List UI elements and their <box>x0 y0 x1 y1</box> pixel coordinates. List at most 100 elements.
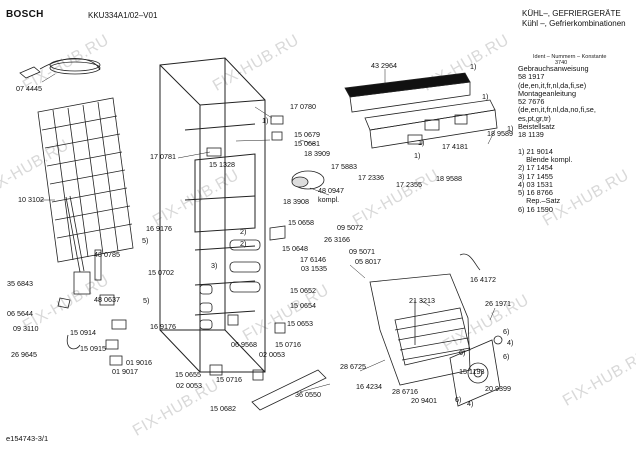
part-label: 20 9399 <box>485 384 511 393</box>
footnote-marker: 1) <box>507 124 514 133</box>
part-label: 06 5644 <box>7 309 33 318</box>
small-parts-drawing <box>57 225 481 381</box>
part-label: 01 9016 <box>126 358 152 367</box>
part-label: kompl. <box>318 195 340 204</box>
part-label: 26 9645 <box>11 350 37 359</box>
control-panel-drawing <box>344 72 498 149</box>
footnote-marker: 1) <box>262 116 269 125</box>
part-label: 35 6843 <box>7 279 33 288</box>
part-label: 06 9568 <box>231 340 257 349</box>
part-label: 15 0658 <box>288 218 314 227</box>
brand-logo: BOSCH <box>6 9 44 20</box>
legend-line: Gebrauchsanweisung <box>518 64 589 73</box>
part-label: 18 3908 <box>283 197 309 206</box>
fan-plate-drawing <box>449 335 503 407</box>
part-label: 05 8017 <box>355 257 381 266</box>
footnote-marker: 6) <box>459 348 466 357</box>
part-label: 18 3909 <box>304 149 330 158</box>
part-label: 36 0550 <box>295 390 321 399</box>
footnote-marker: 4) <box>507 338 514 347</box>
leader-lines <box>40 69 496 393</box>
part-label: 26 3166 <box>324 235 350 244</box>
legend-line: Rep.–Satz <box>518 196 561 206</box>
part-label: 21 3213 <box>409 296 435 305</box>
part-label: 17 2355 <box>396 180 422 189</box>
part-label: 15 0648 <box>282 244 308 253</box>
legend-line: 1) 21 9014 <box>518 146 553 156</box>
part-label: 09 5071 <box>349 247 375 256</box>
handle-drawing <box>251 369 327 411</box>
part-label: 17 6146 <box>300 255 326 264</box>
footnote-marker: 4) <box>467 399 474 408</box>
part-label: 15 0652 <box>290 286 316 295</box>
legend-line: 6) 16 1590 <box>518 204 553 214</box>
part-label: 09 3110 <box>13 324 39 333</box>
part-label: 48 0637 <box>94 295 120 304</box>
ident-heading: Ident – Nummern – Konstante 3740 <box>533 54 606 66</box>
shelf-supports-drawing <box>199 239 261 330</box>
part-label: 15 1193 <box>459 367 485 376</box>
part-label: 16 4172 <box>470 275 496 284</box>
legend-line: 3) 17 1455 <box>518 171 553 181</box>
part-label: 09 5072 <box>337 223 363 232</box>
part-label: 15 0915 <box>80 344 106 353</box>
part-label: 20 9401 <box>411 396 437 405</box>
legend-line: (de,en,it,fr,nl,da,no,fi,se, <box>518 105 596 115</box>
part-label: 15 0716 <box>216 375 242 384</box>
part-label: 16 9176 <box>146 224 172 233</box>
condenser-drawing <box>37 97 134 263</box>
part-label: 02 0053 <box>176 381 202 390</box>
footnote-marker: 3) <box>211 261 218 270</box>
part-label: 43 2964 <box>371 61 397 70</box>
legend-line: Blende kompl. <box>518 154 573 164</box>
part-label: 15 0716 <box>275 340 301 349</box>
part-label: 17 4181 <box>442 142 468 151</box>
part-label: 17 0780 <box>290 102 316 111</box>
part-label: 10 3102 <box>18 195 44 204</box>
category-subtitle: Kühl –, Gefrierkombinationen <box>522 19 626 28</box>
part-label: 15 0655 <box>175 370 201 379</box>
footnote-marker: 2) <box>240 239 247 248</box>
model-number: KKU334A1/02–V01 <box>88 11 158 20</box>
legend-line: 4) 03 1531 <box>518 179 553 189</box>
part-label: 16 4234 <box>356 382 382 391</box>
footnote-marker: 5) <box>142 236 149 245</box>
part-label: 02 0053 <box>259 350 285 359</box>
footnote-marker: 1) <box>482 92 489 101</box>
part-label: 17 2336 <box>358 173 384 182</box>
part-label: 16 9176 <box>150 322 176 331</box>
footnote-marker: 1) <box>470 62 477 71</box>
legend-line: 2) 17 1454 <box>518 163 553 173</box>
power-cord-drawing <box>19 58 101 79</box>
ident-line: Ident – Nummern – Konstante <box>533 54 607 60</box>
part-label: 03 1535 <box>301 264 327 273</box>
part-label: 48 0947 <box>318 186 344 195</box>
legend-line: 5) 16 8766 <box>518 188 553 198</box>
thermostat-drawing <box>206 115 325 190</box>
legend-line: 18 1139 <box>518 130 544 140</box>
part-label: 18 9589 <box>487 129 513 138</box>
part-label: 15 0681 <box>294 139 320 148</box>
legend-line: Montageanleitung <box>518 88 577 98</box>
legend-line: (de,en,it,fr,nl,da,fi,se) <box>518 80 587 90</box>
footnote-marker: 1) <box>418 138 425 147</box>
part-label: 18 9588 <box>436 174 462 183</box>
legend-line: Beistellsatz <box>518 122 555 132</box>
legend-line: es,pt,gr,tr) <box>518 113 551 123</box>
part-label: 28 6725 <box>340 362 366 371</box>
legend-line: 58 1917 <box>518 72 545 82</box>
part-label: 07 4445 <box>16 84 42 93</box>
footnote-marker: 6) <box>503 327 510 336</box>
part-label: 17 5883 <box>331 162 357 171</box>
footnote-marker: 6) <box>503 352 510 361</box>
ident-line: 3740 <box>555 60 568 66</box>
footnote-marker: 6) <box>455 395 462 404</box>
footnote-marker: 1) <box>414 151 421 160</box>
drawing-id: e154743-3/1 <box>6 434 49 443</box>
part-label: 48 0785 <box>94 250 120 259</box>
part-label: 15 0702 <box>148 268 174 277</box>
evaporator-drawing <box>369 273 471 386</box>
part-label: 15 0653 <box>287 319 313 328</box>
